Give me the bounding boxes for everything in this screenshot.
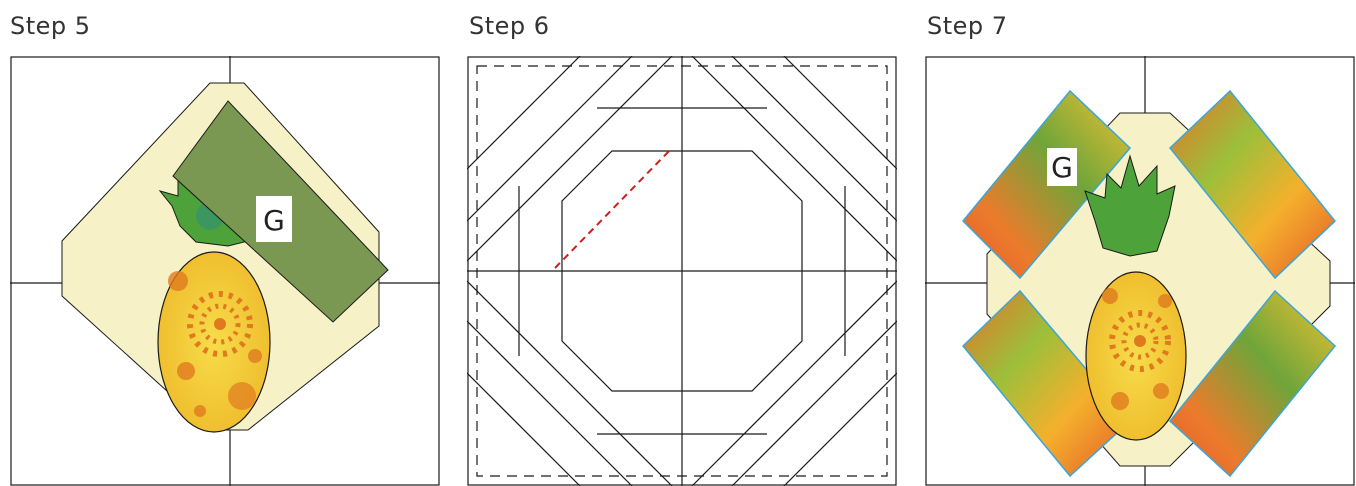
step-7-diagram: G [925,56,1355,486]
label-g-box [1047,148,1077,186]
pineapple-body [157,251,271,433]
label-g: G [263,204,285,237]
step-6-title: Step 6 [469,12,550,40]
step-7-title: Step 7 [927,12,1008,40]
red-cut-line [554,147,673,269]
strip-top-left [961,89,1132,280]
step-5-diagram: G [10,56,440,486]
pineapple-leaves [1084,154,1176,257]
strip-bottom-right [1168,289,1337,478]
label-g: G [1051,151,1073,184]
strip-top-right [1168,89,1337,280]
step-5-title: Step 5 [10,12,91,40]
pineapple-body [1085,271,1187,441]
pattern-lines [467,56,897,486]
seam-allowance-dashed-outline [476,65,888,477]
step-6-diagram [467,56,897,486]
label-g-box [256,196,292,242]
